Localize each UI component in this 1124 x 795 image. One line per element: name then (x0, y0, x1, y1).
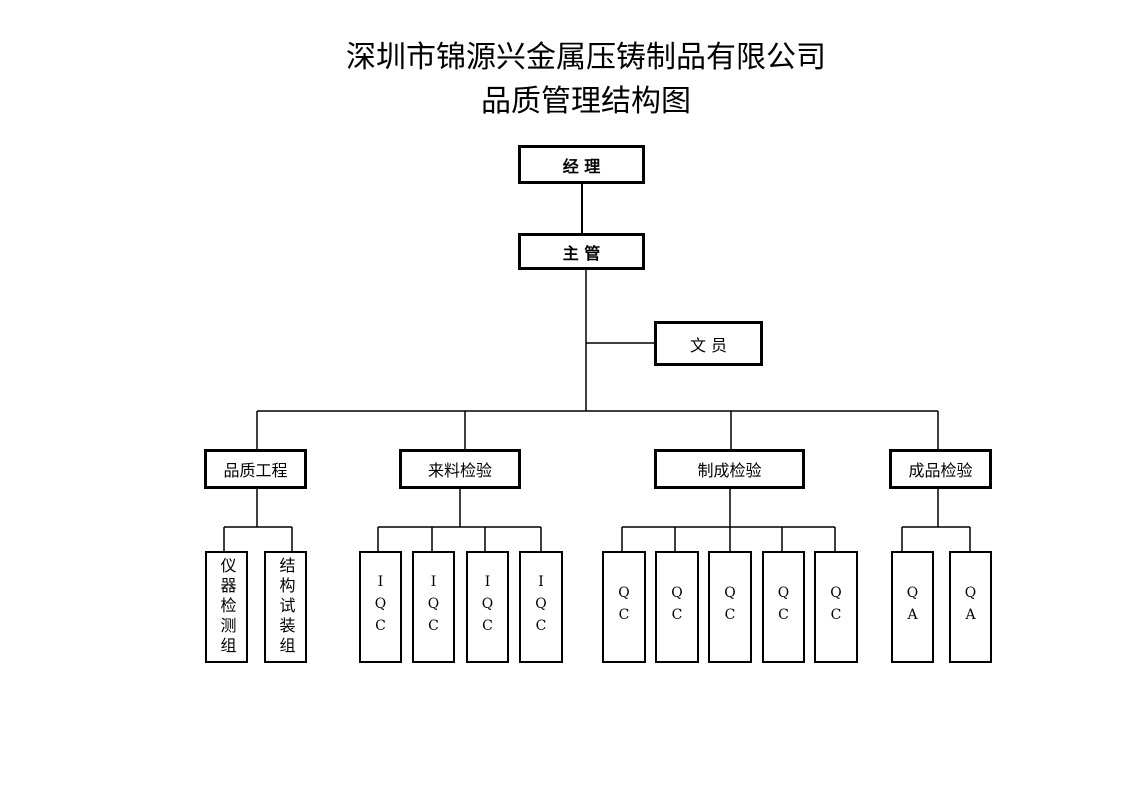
quality-engineering-node: 品质工程 (204, 449, 307, 489)
finished-inspection-node: 成品检验 (889, 449, 992, 489)
structure-assembly-group-node: 结构试装组 (264, 551, 307, 663)
chart-title: 品质管理结构图 (481, 84, 691, 119)
qc-label: QC (722, 585, 738, 629)
process-inspection-node: 制成检验 (654, 449, 805, 489)
qa-node: QA (891, 551, 934, 663)
iqc-node: IQC (359, 551, 402, 663)
qa-node: QA (949, 551, 992, 663)
iqc-label: IQC (425, 574, 442, 640)
qc-label: QC (669, 585, 685, 629)
qa-label: QA (904, 585, 921, 629)
qc-label: QC (828, 585, 844, 629)
qc-label: QC (616, 585, 632, 629)
iqc-label: IQC (479, 574, 496, 640)
incoming-inspection-node: 来料检验 (399, 449, 521, 489)
qc-label: QC (775, 585, 792, 629)
qa-label: QA (962, 585, 979, 629)
instrument-testing-group-node: 仪器检测组 (205, 551, 248, 663)
clerk-node: 文 员 (654, 321, 763, 366)
qc-node: QC (762, 551, 805, 663)
supervisor-node: 主 管 (518, 233, 645, 270)
qc-node: QC (602, 551, 646, 663)
instrument-testing-group-label: 仪器检测组 (217, 557, 237, 657)
company-title: 深圳市锦源兴金属压铸制品有限公司 (346, 40, 826, 75)
manager-node: 经 理 (518, 145, 645, 184)
iqc-label: IQC (372, 574, 389, 640)
qc-node: QC (655, 551, 699, 663)
qc-node: QC (708, 551, 752, 663)
structure-assembly-group-label: 结构试装组 (276, 557, 296, 657)
iqc-node: IQC (519, 551, 563, 663)
iqc-node: IQC (412, 551, 455, 663)
iqc-label: IQC (533, 574, 549, 640)
iqc-node: IQC (466, 551, 509, 663)
qc-node: QC (814, 551, 858, 663)
